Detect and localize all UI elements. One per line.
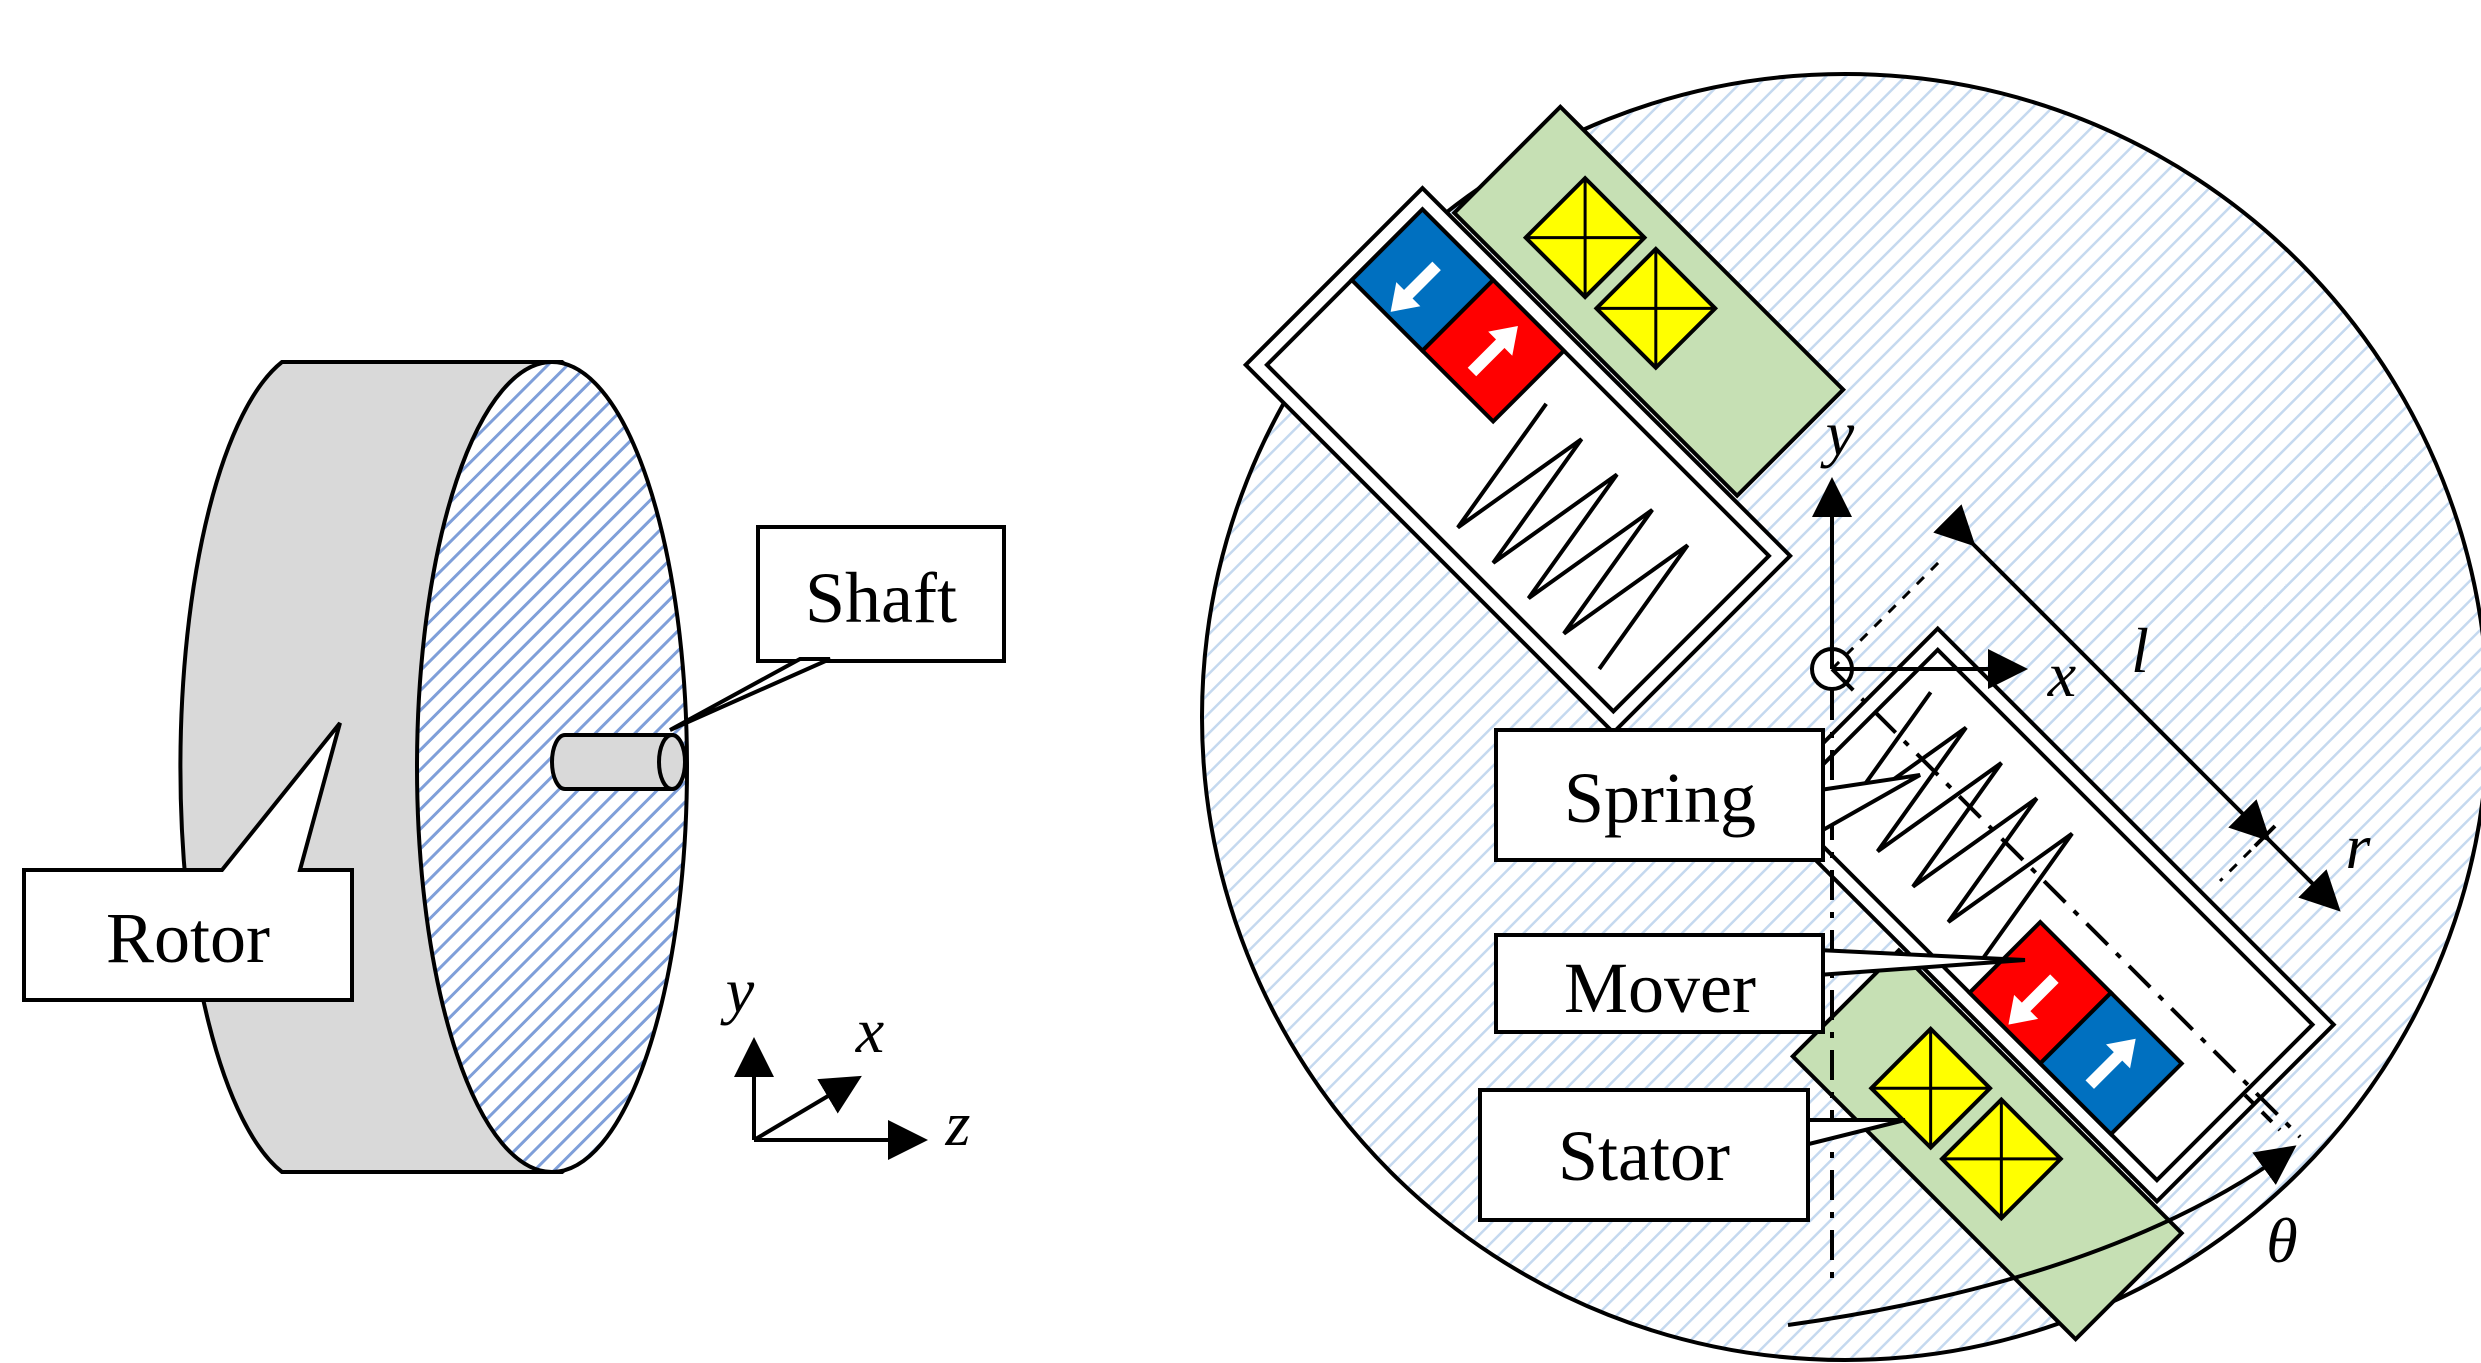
axis-y-left: y bbox=[720, 955, 755, 1026]
shaft bbox=[550, 733, 687, 791]
lower-unit bbox=[1758, 625, 2337, 1343]
stator-label: Stator bbox=[1558, 1116, 1730, 1196]
label-r: r bbox=[2346, 811, 2372, 882]
label-theta: θ bbox=[2266, 1205, 2297, 1276]
axis-x-left: x bbox=[855, 995, 884, 1066]
upper-unit bbox=[1242, 103, 1847, 736]
shaft-label: Shaft bbox=[805, 558, 957, 638]
spring-label: Spring bbox=[1564, 758, 1756, 838]
spring-callout: Spring bbox=[1494, 728, 1921, 862]
shaft-callout: Shaft bbox=[669, 525, 1006, 732]
axes-left: y x z bbox=[720, 955, 971, 1160]
rotor-3d bbox=[178, 360, 689, 1174]
mover-axis bbox=[1830, 667, 2302, 1139]
dimension-l: l bbox=[1933, 504, 2271, 883]
rotor-cross-section: y x l r θ Spring bbox=[1200, 72, 2481, 1362]
mover-label: Mover bbox=[1564, 948, 1756, 1028]
mover-callout: Mover bbox=[1494, 933, 2026, 1034]
rotor-label: Rotor bbox=[106, 898, 270, 978]
axis-z-left: z bbox=[945, 1088, 971, 1159]
axis-y-right: y bbox=[1820, 398, 1855, 469]
rotor-callout: Rotor bbox=[22, 721, 354, 1002]
label-l: l bbox=[2131, 615, 2149, 686]
dimension-r: r bbox=[2253, 811, 2372, 912]
spring-upper bbox=[1456, 402, 1690, 671]
theta-arrow: θ bbox=[1787, 1093, 2298, 1327]
axis-x-right: x bbox=[2047, 639, 2076, 710]
stator-callout: Stator bbox=[1478, 1088, 1906, 1222]
